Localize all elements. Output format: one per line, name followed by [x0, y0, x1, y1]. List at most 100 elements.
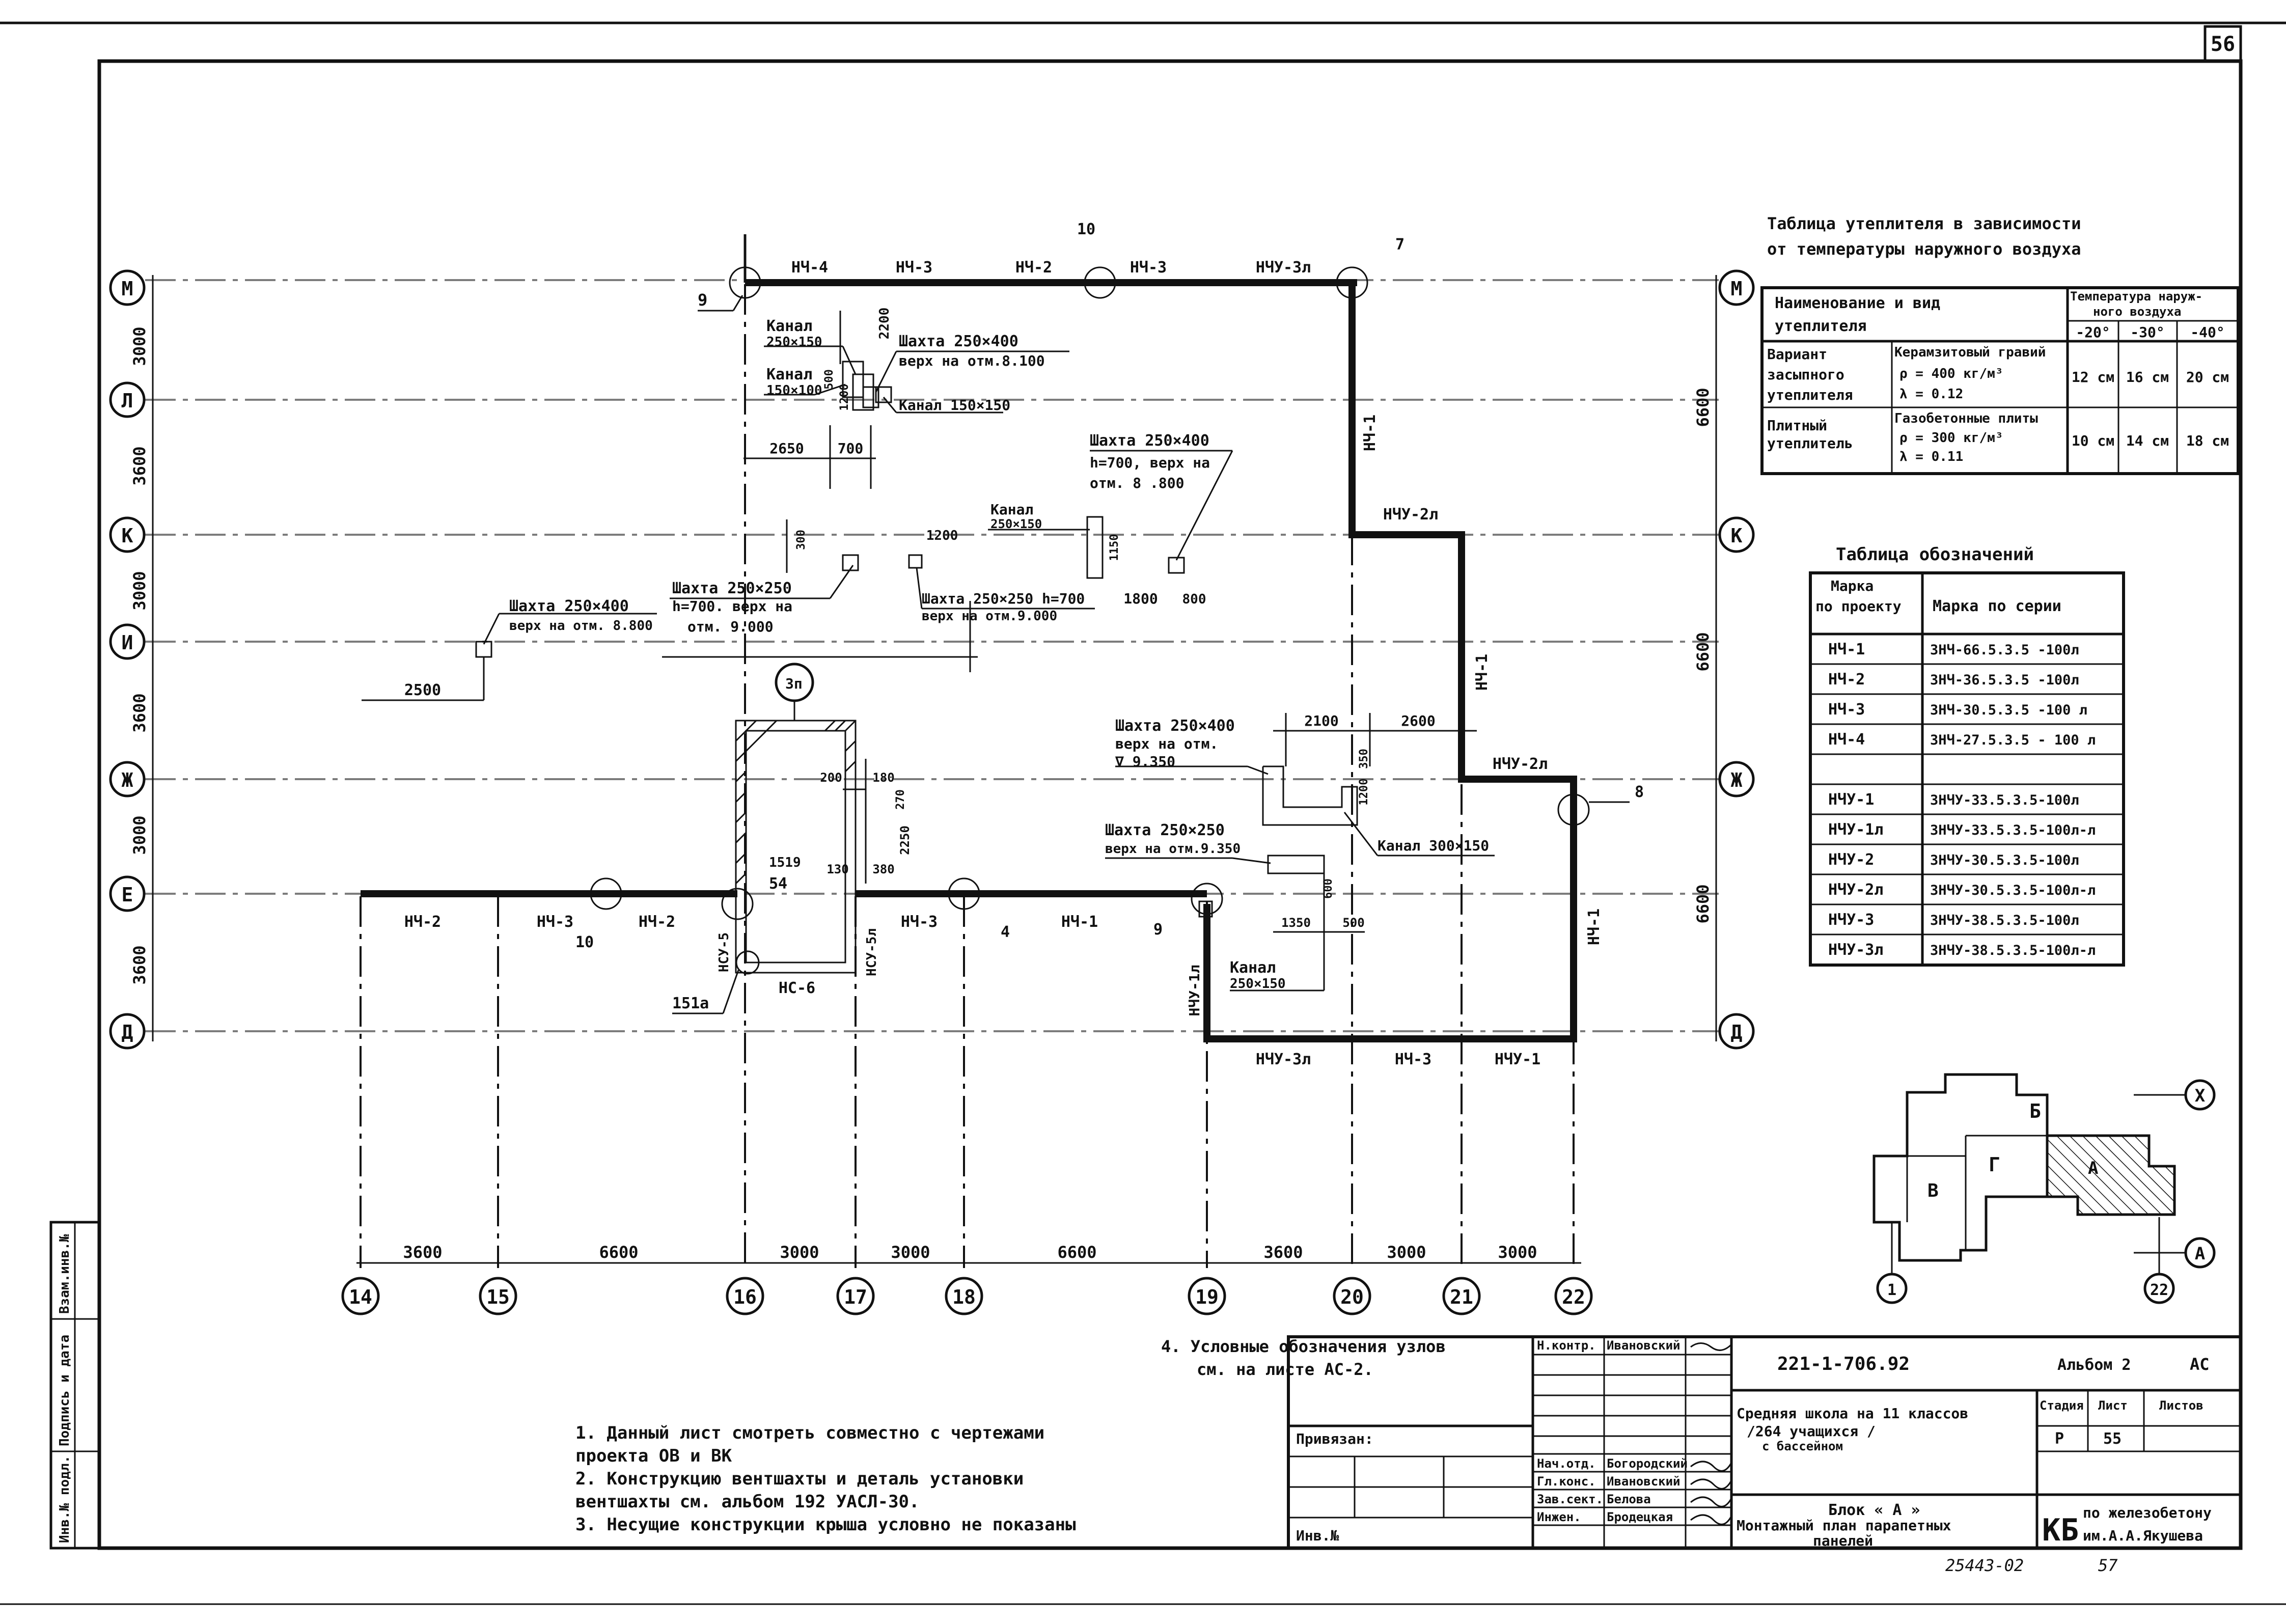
col-bubble-15 — [479, 1277, 517, 1315]
svg-text:НЧ-3: НЧ-3 — [1130, 259, 1167, 277]
kb-logo: КБ — [2042, 1512, 2079, 1548]
svg-text:НЧ-3: НЧ-3 — [901, 913, 938, 931]
svg-text:Наименование и вид: Наименование и вид — [1775, 294, 1940, 312]
marks-table-project-mark: НЧ-1 — [1828, 641, 1865, 658]
svg-text:55: 55 — [2103, 1430, 2122, 1448]
svg-text:4. Условные обозначения узлов: 4. Условные обозначения узлов — [1161, 1337, 1446, 1356]
marks-table-project-mark: НЧУ-2 — [1828, 851, 1874, 869]
svg-text:3600: 3600 — [130, 945, 149, 984]
svg-text:Марка по серии: Марка по серии — [1933, 597, 2061, 615]
svg-text:λ = 0.11: λ = 0.11 — [1899, 449, 1963, 464]
svg-text:Шахта 250×400: Шахта 250×400 — [899, 333, 1018, 350]
svg-text:Зав.сект.: Зав.сект. — [1537, 1492, 1603, 1506]
svg-text:18 см: 18 см — [2186, 432, 2229, 449]
svg-text:250×150: 250×150 — [766, 335, 822, 350]
svg-text:Инв.№: Инв.№ — [1296, 1527, 1339, 1544]
col-bubble-label: 17 — [844, 1286, 867, 1308]
col-bubble-18 — [945, 1277, 983, 1315]
svg-text:3. Несущие конструкции крыша у: 3. Несущие конструкции крыша условно не … — [575, 1515, 1076, 1535]
marks-table-project-mark: НЧ-2 — [1828, 671, 1865, 689]
stair-outline — [735, 720, 857, 974]
svg-text:НЧУ-2л: НЧУ-2л — [1493, 755, 1548, 773]
svg-text:Альбом 2: Альбом 2 — [2057, 1356, 2131, 1374]
row-axis-bubbles-right: М К Ж Д — [1718, 269, 1755, 1050]
stair-hatching — [735, 720, 857, 885]
title-block: Привязан: Инв.№ Н.контр. Ивановский Нач.… — [1287, 1335, 2242, 1550]
svg-text:отм. 9.000: отм. 9.000 — [687, 618, 774, 635]
svg-text:150×100: 150×100 — [766, 383, 822, 398]
svg-text:250×150: 250×150 — [1230, 976, 1286, 992]
svg-text:22: 22 — [2150, 1281, 2168, 1299]
svg-text:1200: 1200 — [838, 384, 851, 411]
svg-text:/264 учащихся /: /264 учащихся / — [1747, 1423, 1876, 1440]
side-stamp-replace: Взам.инв.№ — [57, 1234, 72, 1314]
notes: 1. Данный лист смотреть совместно с черт… — [575, 1337, 1446, 1535]
svg-text:6600: 6600 — [1693, 388, 1713, 427]
svg-text:Керамзитовый гравий: Керамзитовый гравий — [1894, 345, 2046, 360]
marks-table-project-mark: НЧ-4 — [1828, 731, 1865, 749]
svg-text:Газобетонные плиты: Газобетонные плиты — [1894, 411, 2038, 426]
svg-text:по проекту: по проекту — [1815, 598, 1902, 615]
svg-text:9: 9 — [698, 290, 707, 310]
col-bubble-14 — [341, 1277, 380, 1315]
svg-text:Канал: Канал — [1230, 959, 1276, 977]
svg-text:∇ 9.350: ∇ 9.350 — [1115, 753, 1175, 770]
bottom-dimension-chain: 3600 6600 3000 3000 6600 3600 3000 3000 — [356, 1243, 1581, 1264]
svg-text:Н.контр.: Н.контр. — [1537, 1338, 1596, 1353]
marks-table-project-mark: НЧУ-1л — [1828, 821, 1883, 839]
svg-text:Шахта 250×250 h=700: Шахта 250×250 h=700 — [922, 590, 1085, 607]
svg-text:Вариант: Вариант — [1767, 346, 1827, 363]
svg-text:6600: 6600 — [1693, 884, 1713, 923]
svg-text:3600: 3600 — [130, 446, 149, 485]
svg-text:2100: 2100 — [1304, 712, 1338, 729]
marks-table-project-mark: НЧУ-1 — [1828, 791, 1874, 809]
archive-number: 25443-02 — [1945, 1556, 2024, 1575]
sheet-number: 56 — [2211, 33, 2235, 56]
svg-text:ρ = 400 кг/м³: ρ = 400 кг/м³ — [1899, 366, 2003, 381]
svg-text:Канал 150×150: Канал 150×150 — [899, 397, 1010, 414]
svg-text:2200: 2200 — [877, 308, 892, 340]
svg-text:Плитный: Плитный — [1767, 417, 1827, 434]
svg-text:НЧ-2: НЧ-2 — [404, 913, 441, 931]
svg-text:1800: 1800 — [1123, 590, 1158, 607]
svg-text:151а: 151а — [672, 995, 709, 1012]
svg-text:600: 600 — [1322, 878, 1335, 899]
svg-text:1200: 1200 — [1358, 779, 1370, 806]
svg-text:2. Конструкцию вентшахты и дет: 2. Конструкцию вентшахты и деталь устано… — [575, 1469, 1024, 1489]
svg-text:1200: 1200 — [926, 528, 958, 543]
row-axis-bubbles-left: М Л К И Ж Е Д — [109, 269, 146, 1050]
svg-text:Привязан:: Привязан: — [1296, 1430, 1373, 1447]
col-bubble-label: 20 — [1340, 1286, 1364, 1308]
col-bubble-label: 19 — [1195, 1286, 1219, 1308]
svg-text:Бродецкая: Бродецкая — [1607, 1510, 1673, 1524]
svg-text:засыпного: засыпного — [1767, 366, 1844, 383]
svg-text:НЧУ-1: НЧУ-1 — [1495, 1051, 1540, 1068]
svg-text:Ивановский: Ивановский — [1607, 1338, 1681, 1353]
svg-text:2650: 2650 — [769, 440, 804, 457]
svg-text:Инжен.: Инжен. — [1537, 1510, 1581, 1524]
svg-text:500: 500 — [1342, 916, 1364, 930]
svg-text:3600: 3600 — [130, 693, 149, 732]
row-bubble-d-right — [1718, 1013, 1755, 1050]
svg-text:3п: 3п — [785, 675, 803, 692]
svg-text:Температура наруж-: Температура наруж- — [2070, 289, 2202, 304]
svg-text:Стадия: Стадия — [2040, 1398, 2084, 1413]
svg-text:h=700, верх на: h=700, верх на — [1090, 454, 1210, 471]
svg-text:НЧ-1: НЧ-1 — [1473, 654, 1491, 691]
wall-right-stepped — [1203, 283, 1577, 1042]
svg-text:1350: 1350 — [1281, 916, 1311, 930]
svg-text:НЧ-4: НЧ-4 — [791, 259, 828, 277]
insulation-table-title-2: от температуры наружного воздуха — [1767, 239, 2081, 259]
svg-text:3000: 3000 — [891, 1243, 930, 1262]
svg-text:Лист: Лист — [2098, 1398, 2128, 1413]
marks-table-series-mark: 3НЧУ-33.5.3.5-100л — [1930, 792, 2079, 808]
svg-text:Г: Г — [1989, 1153, 2000, 1176]
col-bubble-label: 21 — [1450, 1286, 1473, 1308]
svg-text:НЧ-1: НЧ-1 — [1585, 909, 1603, 945]
col-bubble-17 — [836, 1277, 875, 1315]
svg-text:Канал: Канал — [766, 317, 812, 335]
svg-text:500: 500 — [823, 369, 836, 390]
side-stamp: Инв.№ подл. Подпись и дата Взам.инв.№ — [49, 1221, 101, 1550]
svg-text:2500: 2500 — [404, 681, 441, 699]
svg-text:НЧ-2: НЧ-2 — [1015, 259, 1052, 277]
